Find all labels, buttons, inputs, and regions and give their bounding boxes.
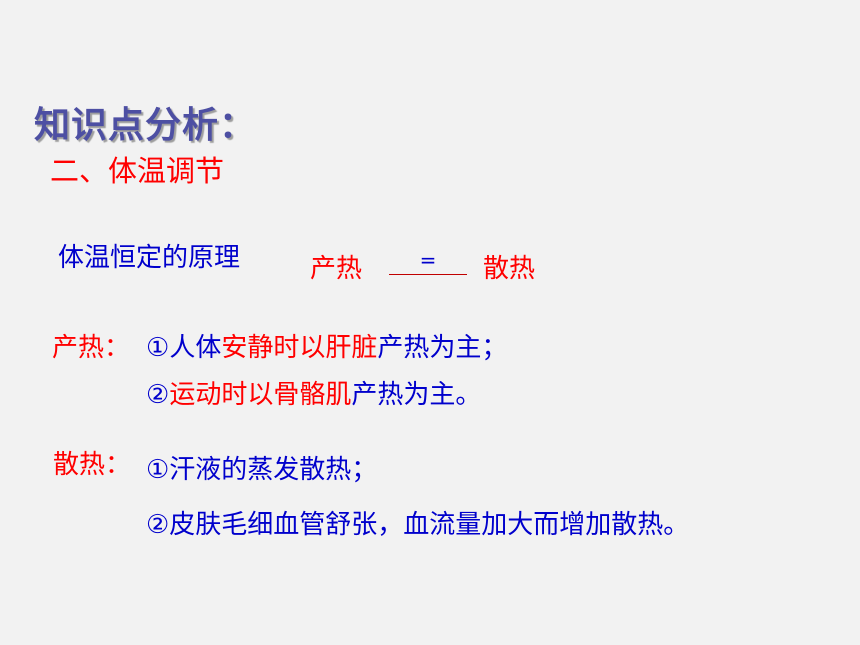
- equation-right-term: 散热: [483, 254, 536, 284]
- slide-heading: 知识点分析：: [34, 105, 257, 146]
- section-title: 二、体温调节: [50, 154, 225, 188]
- heat-dissipation-line-1: ①汗液的蒸发散热；: [146, 455, 378, 485]
- line-text-blue: 人体: [169, 333, 222, 363]
- line-text-red: 安静时以肝脏: [221, 333, 378, 363]
- equation-blank: =: [389, 247, 467, 275]
- line-number: ①: [146, 333, 170, 363]
- heat-dissipation-line-2: ②皮肤毛细血管舒张，血流量加大而增加散热。: [146, 510, 690, 540]
- heat-dissipation-label: 散热：: [53, 450, 132, 480]
- line-text-blue: 产热为主。: [351, 380, 482, 410]
- line-text-red: 运动时以骨骼肌: [169, 380, 352, 410]
- line-number: ②: [146, 380, 170, 410]
- line-text-blue: 产热为主；: [377, 333, 508, 363]
- heat-production-line-2: ②运动时以骨骼肌产热为主。: [146, 374, 481, 411]
- heat-production-label: 产热：: [52, 333, 131, 363]
- principle-label: 体温恒定的原理: [58, 243, 241, 273]
- equation-left-term: 产热: [310, 254, 363, 284]
- heat-production-line-1: ①人体安静时以肝脏产热为主；: [146, 327, 507, 364]
